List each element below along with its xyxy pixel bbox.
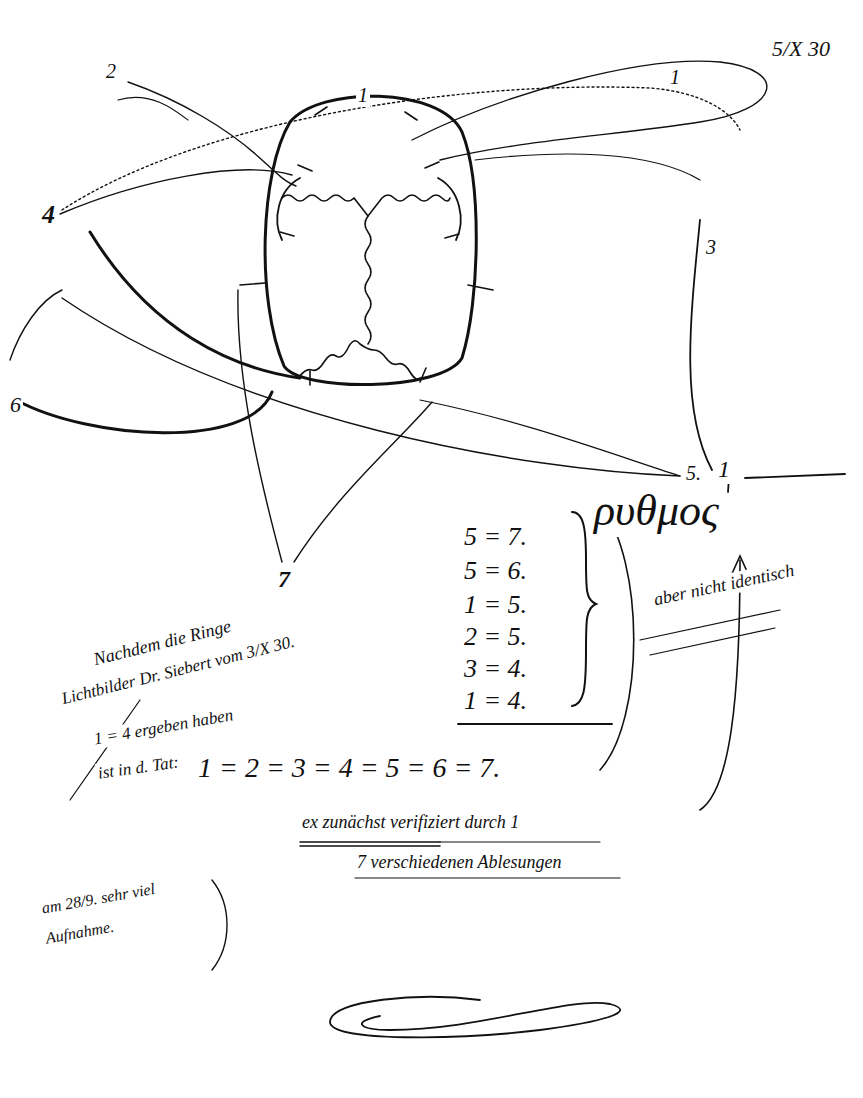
callout-number: 7 [276,566,292,594]
callout-number: 1 [356,84,370,107]
greek-word: ρυθμος [592,486,721,537]
date: 5/X 30 [770,36,832,61]
callout-number: 2 [104,60,118,83]
equation: 5 = 6. [462,556,529,586]
note: ist in d. Tat: [95,752,182,783]
equation: 5 = 7. [462,522,529,552]
note: ex zunächst verifiziert durch 1 [300,812,521,833]
equation: 1 = 4. [462,686,529,716]
callout-number: 1 [668,66,682,89]
callout-number: 1 [716,456,732,484]
callout-number: 5. [684,462,703,485]
callout-number: 4 [40,200,57,230]
note: am 28/9. sehr viel [38,880,158,919]
note: aber nicht identisch [650,560,798,611]
note: Aufnahme. [42,917,117,948]
equation: 3 = 4. [462,654,529,684]
equation: 2 = 5. [462,622,529,652]
callout-number: 6 [8,392,23,417]
note: 1 = 4 ergeben haben [90,705,236,749]
equation: 1 = 2 = 3 = 4 = 5 = 6 = 7. [196,752,502,784]
equation: 1 = 5. [462,590,529,620]
note: 7 verschiedenen Ablesungen [355,852,564,873]
callout-number: 3 [704,236,718,259]
